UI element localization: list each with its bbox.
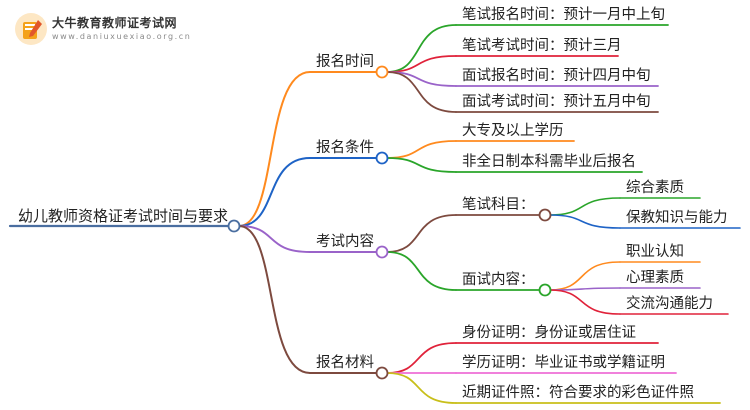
link-root-b1	[238, 71, 311, 227]
book-pencil-logo-icon	[15, 13, 47, 45]
leaf-label-b2-c0: 大专及以上学历	[462, 123, 564, 139]
link-b2-c0	[386, 140, 457, 159]
node-b3-c0[interactable]	[538, 208, 552, 222]
leaf-label-b3-c1-g2: 交流沟通能力	[626, 296, 713, 312]
brand-title: 大牛教育教师证考试网	[52, 15, 178, 30]
mindmap-nodes	[227, 65, 552, 380]
leaf-label-b1-c1: 笔试考试时间：预计三月	[462, 38, 622, 54]
branch-label-b2: 报名条件	[316, 140, 374, 156]
link-b3-c1-g2	[549, 289, 621, 315]
root-label: 幼儿教师资格证考试时间与要求	[18, 207, 229, 225]
leaf-label-b4-c0: 身份证明：身份证或居住证	[462, 325, 636, 341]
leaf-label-b3-c0-g1: 保教知识与能力	[626, 210, 728, 226]
link-b1-c1	[386, 55, 457, 73]
node-b4[interactable]	[375, 366, 389, 380]
node-b3-c1[interactable]	[538, 283, 552, 297]
link-root-b3	[238, 225, 311, 253]
link-b1-c3	[386, 71, 457, 113]
leaf-label-b3-c1-g0: 职业认知	[626, 244, 684, 260]
leaf-label-b4-c2: 近期证件照：符合要求的彩色证件照	[462, 385, 694, 401]
brand-subtitle: www.daniuxuexiao.org.cn	[52, 31, 192, 41]
link-root-b4	[238, 225, 311, 374]
link-b3-c0-g1	[549, 214, 621, 229]
leaf-label-b3-c0: 笔试科目：	[462, 197, 535, 213]
leaf-label-b3-c1: 面试内容：	[462, 272, 535, 288]
root-node[interactable]	[227, 219, 241, 233]
leaf-label-b1-c0: 笔试报名时间：预计一月中上旬	[462, 7, 665, 23]
leaf-label-b3-c1-g1: 心理素质	[626, 270, 684, 286]
leaf-label-b2-c1: 非全日制本科需毕业后报名	[462, 154, 636, 170]
leaf-label-b1-c2: 面试报名时间：预计四月中旬	[462, 68, 651, 84]
link-b4-c0	[386, 342, 457, 374]
branch-label-b3: 考试内容	[316, 234, 374, 250]
node-b1[interactable]	[375, 65, 389, 79]
link-b1-c0	[386, 24, 457, 73]
link-root-b2	[238, 157, 311, 227]
branch-label-b4: 报名材料	[316, 355, 374, 371]
mindmap-links	[8, 24, 741, 404]
link-b4-c2	[386, 372, 457, 404]
link-b3-c1	[386, 251, 457, 291]
link-b3-c0	[386, 214, 457, 253]
branch-label-b1: 报名时间	[316, 54, 374, 70]
leaf-label-b4-c1: 学历证明：毕业证书或学籍证明	[462, 355, 665, 371]
link-b3-c0-g0	[549, 197, 621, 216]
leaf-label-b1-c3: 面试考试时间：预计五月中旬	[462, 94, 651, 110]
link-b3-c1-g0	[549, 261, 621, 291]
link-b2-c1	[386, 157, 457, 173]
node-b2[interactable]	[375, 151, 389, 165]
node-b3[interactable]	[375, 245, 389, 259]
leaf-label-b3-c0-g0: 综合素质	[626, 180, 684, 196]
brand-logo: 大牛教育教师证考试网 www.daniuxuexiao.org.cn	[14, 12, 191, 46]
